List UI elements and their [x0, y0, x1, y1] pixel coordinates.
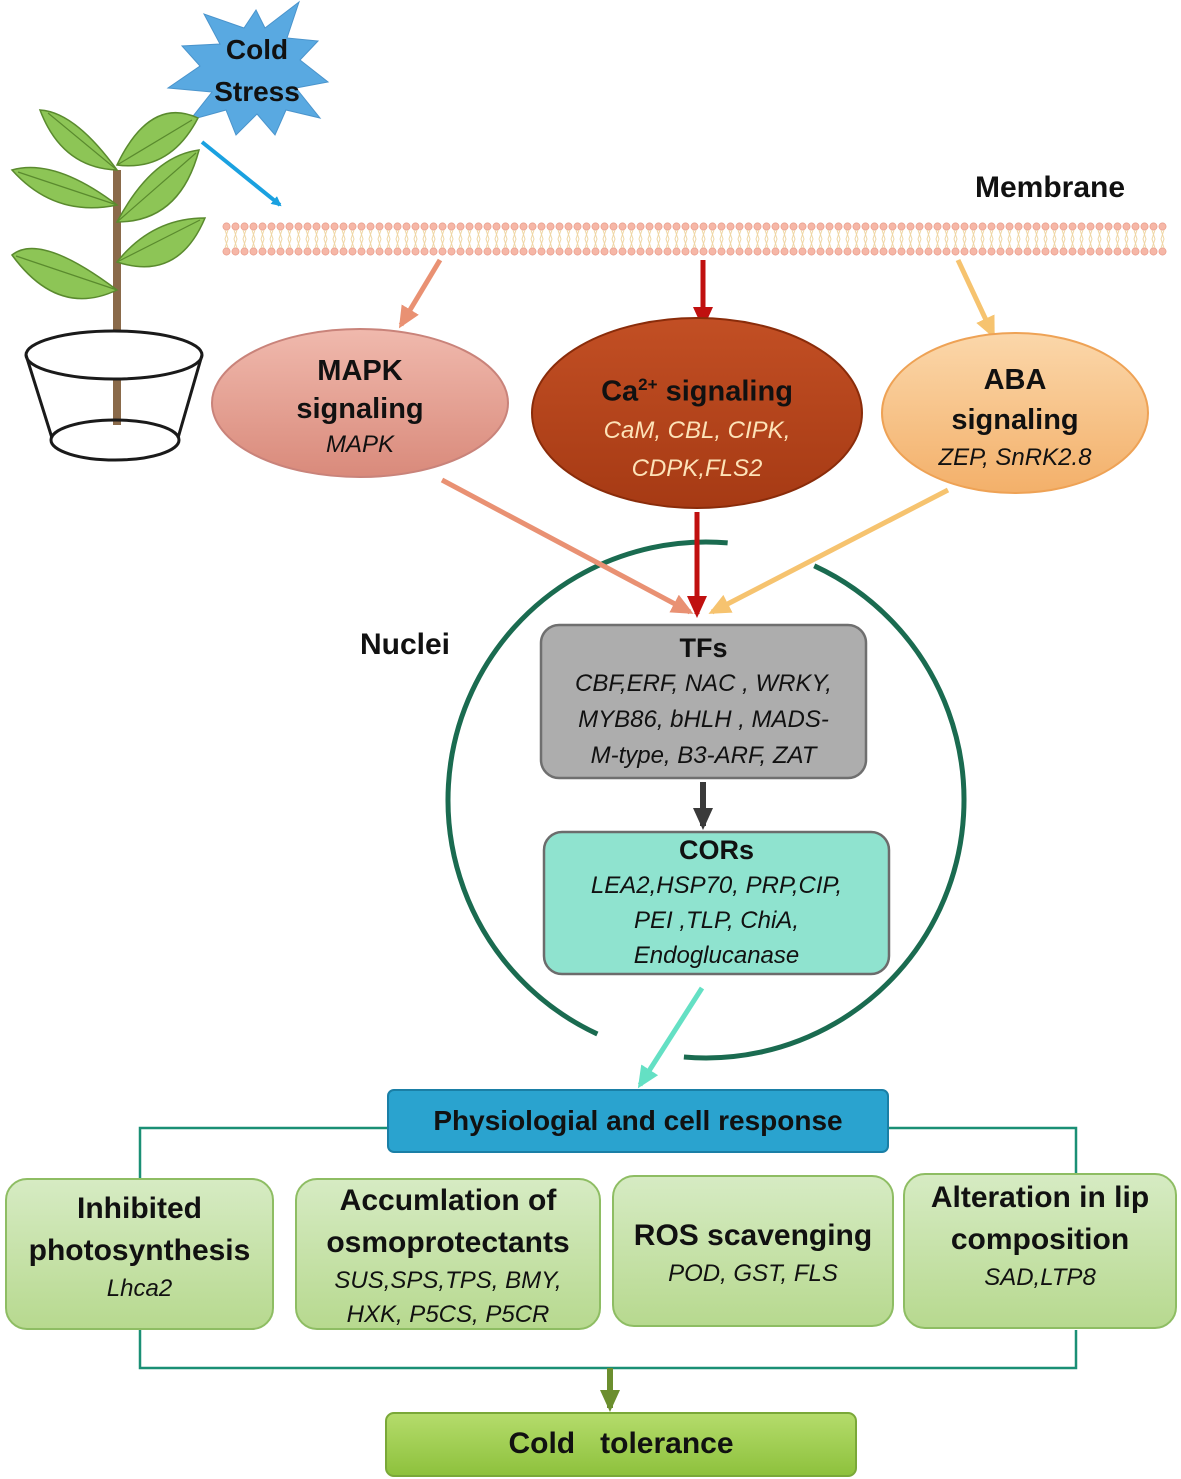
aba-ellipse: [881, 332, 1149, 494]
arrow-mapk-tfs: [440, 477, 694, 615]
calcium-text: Ca2+ signaling CaM, CBL, CIPK, CDPK,FLS2: [532, 365, 862, 488]
aba-title-1: ABA: [983, 364, 1047, 396]
arrow-aba-tfs: [708, 487, 950, 615]
lipid-title-2: composition: [950, 1223, 1130, 1256]
mapk-genes: MAPK: [325, 431, 394, 458]
photosynthesis-title-2: photosynthesis: [28, 1234, 251, 1267]
tfs-box: [539, 623, 868, 780]
arrow-membrane-aba: [955, 258, 996, 339]
cold-stress-line1: Cold: [225, 34, 289, 65]
response-connector-bottom: [138, 1330, 1078, 1370]
arrow-membrane-mapk: [398, 258, 443, 329]
photosynthesis-title-1: Inhibited: [77, 1192, 202, 1225]
calcium-title-prefix: Ca: [601, 375, 639, 408]
aba-title-2: signaling: [951, 404, 1079, 436]
stress-arrow: [200, 140, 282, 207]
cold-tolerance-box: [385, 1412, 857, 1477]
calcium-genes-1: CaM, CBL, CIPK,: [603, 416, 791, 444]
cold-stress-burst: [166, 0, 330, 136]
tfs-genes-2: MYB86, bHLH , MADS-: [578, 706, 829, 733]
membrane-label: Membrane: [974, 171, 1126, 204]
response-ros: ROS scavenging POD, GST, FLS: [612, 1175, 894, 1327]
mapk-title-2: signaling: [296, 393, 424, 425]
response-photosynthesis: Inhibited photosynthesis Lhca2: [5, 1178, 274, 1330]
response-header-box: [387, 1089, 889, 1153]
cors-title: CORs: [678, 835, 754, 865]
calcium-title: Ca2+ signaling: [532, 365, 862, 412]
response-osmoprotectants: Accumlation of osmoprotectants SUS,SPS,T…: [295, 1178, 601, 1330]
mapk-ellipse: [211, 328, 509, 478]
cold-tolerance-label: Cold tolerance: [508, 1427, 734, 1460]
tfs-text: TFs CBF,ERF, NAC , WRKY, MYB86, bHLH , M…: [541, 630, 866, 774]
calcium-title-suffix: signaling: [657, 375, 793, 408]
cors-genes-2: PEI ,TLP, ChiA,: [634, 907, 799, 934]
calcium-genes-2: CDPK,FLS2: [631, 454, 763, 482]
ros-title: ROS scavenging: [633, 1219, 873, 1252]
osmoprotectants-genes-1: SUS,SPS,TPS, BMY,: [334, 1267, 562, 1294]
tfs-genes-3: M-type, B3-ARF, ZAT: [590, 742, 817, 769]
tfs-genes-1: CBF,ERF, NAC , WRKY,: [575, 670, 832, 697]
photosynthesis-genes: Lhca2: [106, 1275, 173, 1302]
response-connector-top: [138, 1126, 1078, 1178]
osmoprotectants-title-1: Accumlation of: [339, 1184, 557, 1217]
cors-genes-3: Endoglucanase: [633, 942, 800, 969]
cors-box: [542, 830, 891, 976]
osmoprotectants-genes-2: HXK, P5CS, P5CR: [346, 1301, 550, 1328]
aba-text: ABA signaling ZEP, SnRK2.8: [882, 360, 1148, 476]
response-header-label: Physiologial and cell response: [433, 1105, 843, 1136]
cors-genes-1: LEA2,HSP70, PRP,CIP,: [590, 872, 843, 899]
plant-icon: [10, 109, 207, 462]
ros-genes: POD, GST, FLS: [668, 1260, 838, 1287]
aba-genes: ZEP, SnRK2.8: [938, 444, 1092, 471]
tfs-title: TFs: [679, 633, 728, 663]
lipid-genes: SAD,LTP8: [984, 1264, 1096, 1291]
nuclei-label: Nuclei: [359, 628, 451, 661]
lipid-title-1: Alteration in lip: [930, 1181, 1150, 1214]
membrane-bilayer: [222, 222, 1167, 256]
mapk-title-1: MAPK: [317, 355, 403, 387]
cold-stress-line2: Stress: [214, 76, 300, 107]
mapk-text: MAPK signaling MAPK: [212, 352, 508, 462]
calcium-ellipse: [531, 317, 863, 509]
calcium-title-sup: 2+: [638, 375, 658, 394]
osmoprotectants-title-2: osmoprotectants: [326, 1226, 570, 1259]
response-lipid: Alteration in lip composition SAD,LTP8: [903, 1173, 1177, 1329]
cors-text: CORs LEA2,HSP70, PRP,CIP, PEI ,TLP, ChiA…: [544, 832, 889, 973]
nucleus-boundary: [445, 539, 967, 1061]
cold-stress-label: Cold Stress: [205, 29, 309, 113]
arrow-cors-response: [637, 986, 705, 1089]
